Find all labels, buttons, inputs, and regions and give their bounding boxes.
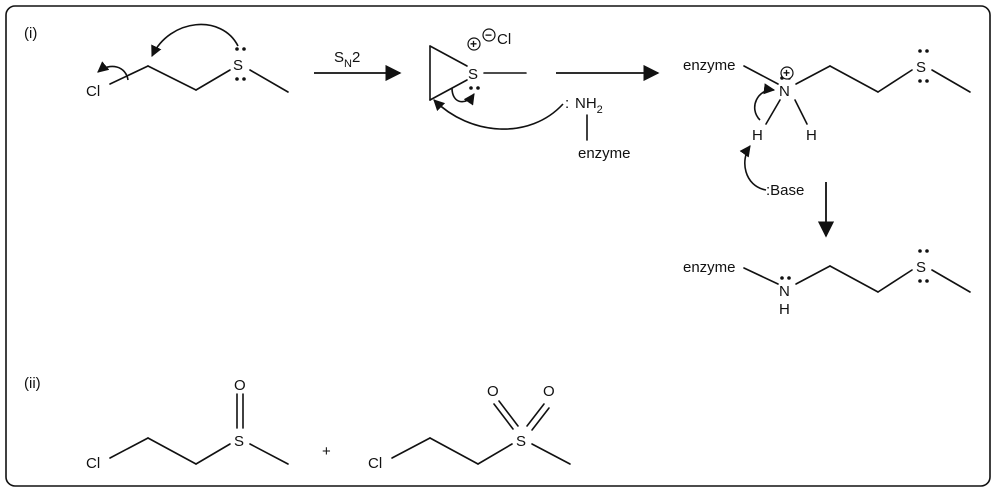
charge-plus: + [783, 66, 790, 80]
atom-label-s: S [516, 433, 526, 450]
atom-label-n: N [779, 83, 790, 100]
enzyme-label: enzyme [683, 259, 736, 276]
molecule-chloroethyl-methyl-sulfide: Cl S [86, 23, 289, 100]
molecule-chloroethyl-methyl-sulfoxide: Cl S O [86, 377, 289, 472]
counterion-cl: Cl [497, 31, 511, 48]
sn2-label: SN2 [334, 49, 360, 70]
panel-label-i: (i) [24, 25, 37, 42]
atom-label-s: S [233, 57, 243, 74]
curved-arrow-cl-leaving [97, 61, 129, 81]
molecule-protonated-adduct: enzyme N + S H H [683, 49, 971, 144]
base-label: :Base [766, 182, 804, 199]
enzyme-label: enzyme [683, 57, 736, 74]
atom-label-s: S [916, 59, 926, 76]
panel-label-ii: (ii) [24, 375, 41, 392]
base-deprotonation: :Base [739, 145, 804, 199]
curved-arrow-lone-pair-attack [151, 23, 239, 58]
plus-sign: + [322, 443, 331, 460]
atom-label-o: O [487, 383, 499, 400]
atom-label-nh2: NH2 [575, 95, 603, 116]
enzyme-label: enzyme [578, 145, 631, 162]
atom-label-s: S [234, 433, 244, 450]
curved-arrow-base-attack [739, 145, 767, 191]
molecule-alkylated-enzyme: enzyme N H S [683, 249, 971, 318]
atom-label-cl: Cl [368, 455, 382, 472]
atom-label-h: H [752, 127, 763, 144]
curved-arrow-amine-attack [433, 99, 564, 130]
curved-arrow-nh-bond [754, 83, 776, 121]
molecule-chloroethyl-methyl-sulfone: Cl S O O [368, 383, 571, 472]
atom-label-s: S [468, 66, 478, 83]
enzyme-amine-nucleophile: : NH2 enzyme [433, 95, 631, 162]
molecule-episulfonium-ion: S + − Cl [429, 28, 527, 106]
scheme-frame [5, 5, 991, 487]
atom-label-cl: Cl [86, 83, 100, 100]
atom-label-o: O [543, 383, 555, 400]
atom-label-n: N [779, 283, 790, 300]
atom-label-o: O [234, 377, 246, 394]
curved-arrow-ring-opening [451, 87, 475, 106]
charge-minus: − [485, 28, 492, 42]
reaction-arrow-sn2: SN2 [314, 49, 402, 82]
atom-label-s: S [916, 259, 926, 276]
atom-label-cl: Cl [86, 455, 100, 472]
lone-pair-dots [235, 47, 246, 81]
charge-plus: + [470, 37, 477, 51]
atom-label-h: H [779, 301, 790, 318]
lone-pair-colon: : [565, 95, 569, 112]
atom-label-h: H [806, 127, 817, 144]
